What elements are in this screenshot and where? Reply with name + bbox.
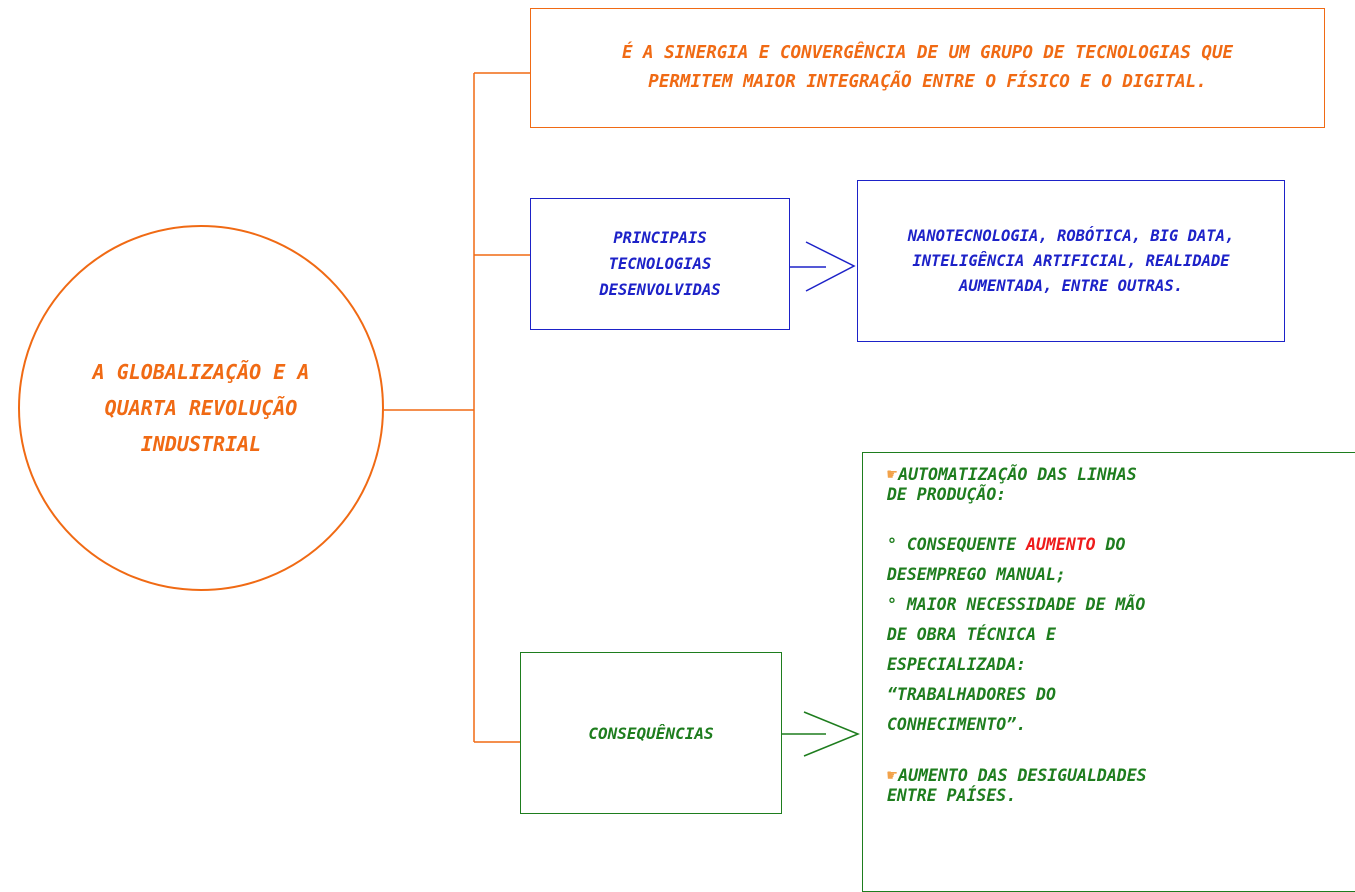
consequence-2-cont: ENTRE PAÍSES. xyxy=(887,786,1017,805)
consequence-2: AUMENTO DAS DESIGUALDADES xyxy=(898,766,1147,785)
pointing-hand-icon: ☛ xyxy=(887,465,898,485)
consequences-detail-box: ☛AUTOMATIZAÇÃO DAS LINHAS DE PRODUÇÃO: °… xyxy=(862,452,1355,892)
consequence-1-point-1-cont: DESEMPREGO MANUAL; xyxy=(887,565,1066,584)
technologies-label-line: DESENVOLVIDAS xyxy=(599,281,721,299)
consequence-1-point-1: ° CONSEQUENTE xyxy=(887,535,1027,554)
consequence-1-point-2-cont: “TRABALHADORES DO xyxy=(887,685,1056,704)
central-topic-circle: A GLOBALIZAÇÃO E A QUARTA REVOLUÇÃO INDU… xyxy=(18,225,384,591)
consequence-1-point-1-end: DO xyxy=(1095,535,1126,554)
consequence-1-point-2-cont: CONHECIMENTO”. xyxy=(887,715,1027,734)
technologies-label-line: TECNOLOGIAS xyxy=(608,255,712,273)
consequences-label-box: CONSEQUÊNCIAS xyxy=(520,652,782,814)
pointing-hand-icon: ☛ xyxy=(887,766,898,786)
consequence-1-point-2-cont: ESPECIALIZADA: xyxy=(887,655,1027,674)
technologies-list-text: NANOTECNOLOGIA, ROBÓTICA, BIG DATA, INTE… xyxy=(907,226,1235,295)
central-topic-text: A GLOBALIZAÇÃO E A QUARTA REVOLUÇÃO INDU… xyxy=(92,360,310,456)
technologies-label-line: PRINCIPAIS xyxy=(613,229,707,247)
consequence-1-point-2: ° MAIOR NECESSIDADE DE MÃO xyxy=(887,595,1146,614)
highlight-word: AUMENTO xyxy=(1026,535,1096,554)
consequences-label: CONSEQUÊNCIAS xyxy=(588,723,714,743)
technologies-label-box: PRINCIPAIS TECNOLOGIAS DESENVOLVIDAS xyxy=(530,198,790,330)
definition-box: É A SINERGIA E CONVERGÊNCIA DE UM GRUPO … xyxy=(530,8,1325,128)
technologies-list-box: NANOTECNOLOGIA, ROBÓTICA, BIG DATA, INTE… xyxy=(857,180,1285,342)
consequence-1-title: AUTOMATIZAÇÃO DAS LINHAS xyxy=(898,465,1137,484)
consequence-1-point-2-cont: DE OBRA TÉCNICA E xyxy=(887,625,1056,644)
definition-text: É A SINERGIA E CONVERGÊNCIA DE UM GRUPO … xyxy=(621,43,1234,92)
consequence-1-title-cont: DE PRODUÇÃO: xyxy=(887,485,1007,504)
